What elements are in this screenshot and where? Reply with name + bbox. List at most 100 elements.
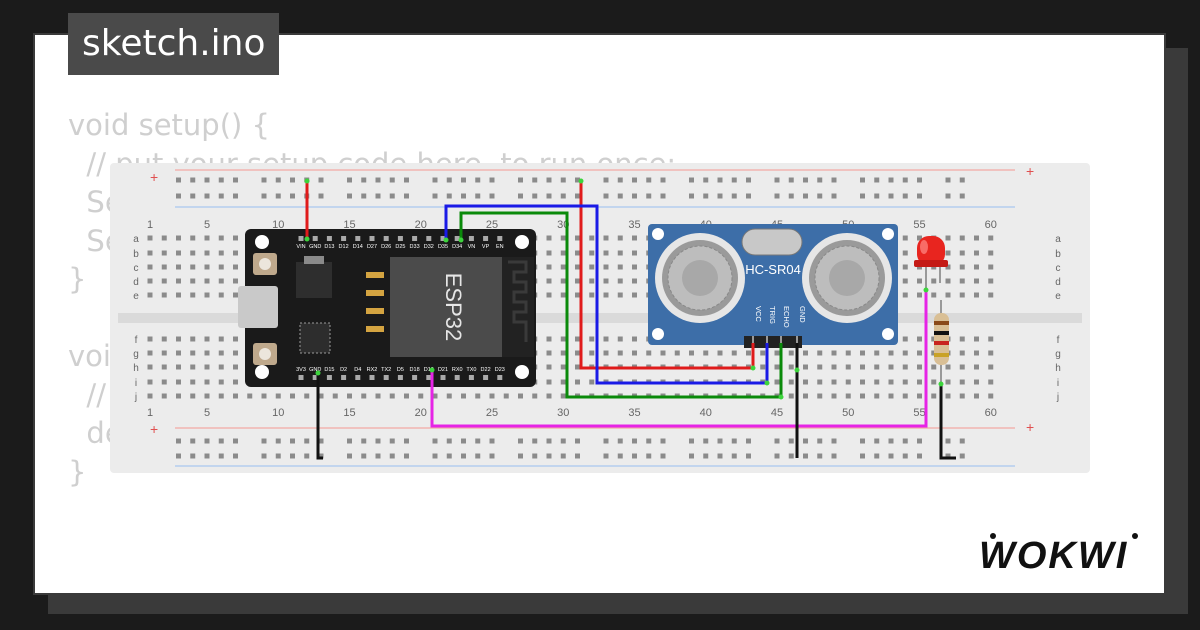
row-label: a bbox=[1055, 234, 1061, 245]
breadboard-center-channel bbox=[118, 313, 1082, 323]
wire-black-gnd-resistor bbox=[939, 384, 956, 460]
esp32-pin-label: D21 bbox=[438, 367, 448, 373]
column-label: 5 bbox=[204, 219, 210, 231]
esp32-pin-label: D35 bbox=[438, 244, 448, 250]
receiver-icon bbox=[802, 233, 892, 323]
column-label: 55 bbox=[913, 407, 925, 419]
esp32-pin-label: D2 bbox=[340, 367, 347, 373]
row-label: e bbox=[133, 291, 139, 302]
bottom-rail-plus-right: + bbox=[1026, 419, 1034, 435]
esp32-chip-label: ESP32 bbox=[441, 273, 466, 342]
top-rail-plus-left: + bbox=[150, 169, 158, 185]
column-label: 25 bbox=[486, 219, 498, 231]
esp32-module-shield bbox=[390, 257, 502, 357]
esp32-pin-label: D23 bbox=[495, 367, 505, 373]
esp32-pin-label: D18 bbox=[410, 367, 420, 373]
bottom-rail-plus-left: + bbox=[150, 421, 158, 437]
column-label: 40 bbox=[700, 407, 712, 419]
column-label: 1 bbox=[147, 407, 153, 419]
sensor-pin-label: GND bbox=[798, 306, 807, 323]
wire-magenta-led bbox=[430, 290, 928, 428]
row-label: d bbox=[1055, 277, 1061, 288]
wire-red-vcc bbox=[579, 181, 755, 370]
row-label: g bbox=[1055, 349, 1061, 360]
esp32-pin-label: D34 bbox=[452, 244, 462, 250]
wire-green-echo bbox=[459, 211, 783, 399]
sensor-pin-label: TRIG bbox=[768, 306, 777, 324]
file-tab[interactable]: sketch.ino bbox=[68, 13, 280, 75]
esp32-pin-label: VN bbox=[468, 244, 476, 250]
crystal-icon bbox=[741, 228, 803, 256]
column-label: 20 bbox=[415, 407, 427, 419]
row-label: a bbox=[133, 234, 139, 245]
esp32-antenna-icon bbox=[502, 257, 534, 357]
row-label: j bbox=[134, 392, 137, 403]
wire-black-gnd-esp bbox=[316, 373, 323, 460]
mount-hole-icon bbox=[255, 365, 269, 379]
esp32-pin-label: EN bbox=[496, 244, 504, 250]
transmitter-icon bbox=[655, 233, 745, 323]
row-label: c bbox=[134, 263, 139, 274]
esp32-pin-label: TX0 bbox=[466, 367, 476, 373]
esp32-pin-label: VP bbox=[482, 244, 490, 250]
top-rail-plus-right: + bbox=[1026, 163, 1034, 179]
red-led[interactable] bbox=[914, 236, 948, 290]
row-label: h bbox=[1055, 363, 1061, 374]
column-label: 10 bbox=[272, 219, 284, 231]
column-label: 1 bbox=[147, 219, 153, 231]
esp32-pin-label: D32 bbox=[424, 244, 434, 250]
code-line: void setup() { bbox=[68, 108, 270, 142]
esp32-pin-label: GND bbox=[309, 244, 321, 250]
column-label: 60 bbox=[985, 407, 997, 419]
column-label: 50 bbox=[842, 407, 854, 419]
row-label: d bbox=[133, 277, 139, 288]
row-label: g bbox=[133, 349, 139, 360]
breadboard-column-labels: 1510152025303540455055601510152025303540… bbox=[147, 219, 997, 419]
wire-blue-trig bbox=[444, 204, 769, 385]
column-label: 20 bbox=[415, 219, 427, 231]
esp32-pin-label: D12 bbox=[339, 244, 349, 250]
row-label: b bbox=[133, 249, 139, 260]
esp32-pin-label: TX2 bbox=[381, 367, 391, 373]
mount-hole-icon bbox=[255, 235, 269, 249]
esp32-pin-label: D13 bbox=[324, 244, 334, 250]
esp32-pin-label: RX2 bbox=[367, 367, 378, 373]
esp32-pin-label: 3V3 bbox=[296, 367, 306, 373]
row-label: h bbox=[133, 363, 139, 374]
esp32-pin-label: D19 bbox=[424, 367, 434, 373]
column-label: 5 bbox=[204, 407, 210, 419]
esp32-pin-label: D33 bbox=[410, 244, 420, 250]
row-label: b bbox=[1055, 249, 1061, 260]
esp32-pin-label: D22 bbox=[481, 367, 491, 373]
mount-hole-icon bbox=[882, 228, 894, 240]
esp32-pin-label: VIN bbox=[296, 244, 305, 250]
mount-hole-icon bbox=[652, 328, 664, 340]
column-label: 35 bbox=[628, 407, 640, 419]
regulator-icon bbox=[296, 262, 332, 298]
column-label: 15 bbox=[343, 407, 355, 419]
esp32-pin-label: D14 bbox=[353, 244, 363, 250]
row-label: i bbox=[1057, 378, 1059, 389]
esp32-pin-label: D26 bbox=[381, 244, 391, 250]
wokwi-logo: WOKWI bbox=[979, 533, 1138, 577]
mount-hole-icon bbox=[515, 365, 529, 379]
esp32-pin-label: D4 bbox=[354, 367, 361, 373]
wires[interactable] bbox=[304, 178, 957, 460]
column-label: 25 bbox=[486, 407, 498, 419]
mount-hole-icon bbox=[882, 328, 894, 340]
sensor-label: HC-SR04 bbox=[745, 262, 801, 277]
esp32-pin-label: D27 bbox=[367, 244, 377, 250]
row-label: c bbox=[1056, 263, 1061, 274]
esp32-pin-label: RX0 bbox=[452, 367, 463, 373]
usb-port-icon bbox=[238, 286, 278, 328]
column-label: 60 bbox=[985, 219, 997, 231]
row-label: f bbox=[135, 335, 138, 346]
resistor[interactable] bbox=[934, 300, 949, 384]
row-label: j bbox=[1056, 392, 1059, 403]
mount-hole-icon bbox=[652, 228, 664, 240]
